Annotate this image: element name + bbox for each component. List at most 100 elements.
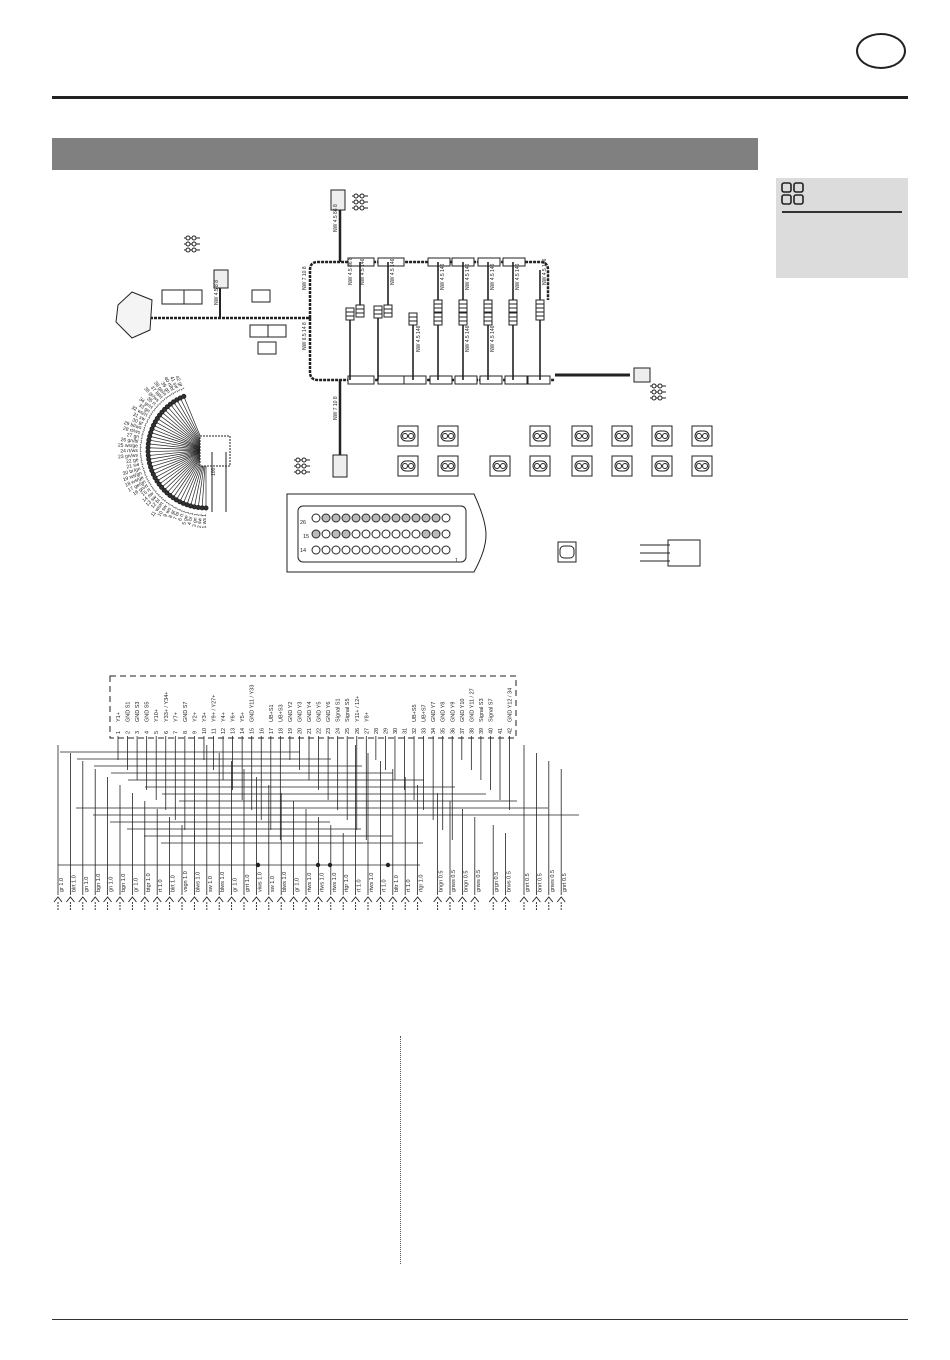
pin-end (651, 383, 657, 389)
cable-label: NW 4.5 146 (490, 263, 496, 290)
fan-wire (164, 409, 207, 451)
pin-end (651, 389, 657, 395)
fan-wire-label: 2 sw 1 (197, 513, 204, 528)
fan-wire-label: 4 br 1 (187, 512, 195, 526)
plug-body (433, 299, 443, 313)
fan-wire (150, 449, 207, 468)
pin-end (191, 241, 197, 247)
cable-label: NW 4.5 146 (440, 263, 446, 290)
pin-end (295, 463, 301, 469)
plug-body (458, 299, 468, 313)
cable-label: NW 4.5 146 (360, 258, 366, 285)
fan-wire-label: 25 ws/ge 1 (118, 443, 143, 450)
fan-wire-label: 7 bl 1 (172, 507, 182, 521)
column-divider (400, 1036, 401, 1264)
fan-wire-label: 30 gr 1 (131, 417, 148, 428)
plug-body (483, 299, 493, 313)
header-rule (52, 96, 908, 99)
fan-wire-end (156, 481, 162, 487)
language-badge (856, 33, 906, 69)
cable-label: NW 4.5 146 (542, 258, 548, 285)
pin-end (185, 247, 191, 253)
fan-wire-label: 27 gn 1 (126, 432, 144, 441)
fan-wire (148, 449, 207, 456)
pin-end (359, 193, 365, 199)
side-panel-rule (782, 211, 902, 213)
fan-wire (149, 449, 207, 464)
cable-label: NW 6.5 14 8 (302, 322, 308, 350)
pin-end (657, 383, 663, 389)
pin-end (657, 395, 663, 401)
cable-label: NW 7 10 8 (302, 266, 308, 290)
cable-label: NW 4.5 86 8 (333, 204, 339, 232)
pin-end (353, 199, 359, 205)
fan-wire (169, 449, 207, 496)
dimension-label: 100 (211, 467, 217, 476)
pin-end (353, 193, 359, 199)
fan-wire (150, 432, 207, 451)
cable-label: NW 4.5 146 (490, 325, 496, 352)
plug-body (433, 312, 443, 326)
fan-wire (163, 449, 207, 491)
pin-end (295, 457, 301, 463)
fan-wire (161, 411, 207, 451)
fan-wire (148, 449, 207, 453)
plug-body (373, 305, 383, 319)
fan-wire (153, 424, 207, 451)
pin-end (301, 463, 307, 469)
cable-label: NW 4.5 146 (416, 325, 422, 352)
plug-body (458, 312, 468, 326)
fan-wire (159, 415, 207, 451)
fan-wire (155, 421, 207, 451)
pin-end (359, 199, 365, 205)
fan-wire (148, 439, 207, 451)
plug-body (483, 312, 493, 326)
cable-label: NW 4.5 146 (465, 325, 471, 352)
fan-wire (159, 449, 207, 485)
pin-end (359, 205, 365, 211)
fan-wire-label: 24 rt/ws 1 (120, 448, 142, 455)
cable-label: NW 4.5 86 8 (348, 257, 354, 285)
fan-wire (151, 428, 207, 451)
fan-wire-label: 23 gn/ws 1 (118, 452, 143, 460)
fan-wire (154, 449, 207, 479)
fan-wire (157, 418, 207, 451)
fan-wire-label: 5 ge 1 (181, 510, 191, 525)
section-title-band (52, 138, 758, 170)
fan-wire-end (154, 415, 160, 421)
plug-body (508, 312, 518, 326)
fan-wire-end (167, 401, 173, 407)
fan-wire (156, 449, 207, 482)
pin-end (191, 235, 197, 241)
pin-end (301, 469, 307, 475)
fan-wire (167, 406, 207, 451)
fan-wire-end (146, 456, 152, 462)
plug-body (535, 307, 545, 321)
fan-wire (148, 449, 207, 460)
fan-wire-end (145, 441, 151, 447)
fan-wire-label: 6 rt 1 (177, 509, 186, 522)
pin-end (657, 389, 663, 395)
cable-label: NW 4.5 146 (515, 263, 521, 290)
pin-end (651, 395, 657, 401)
pin-end (185, 235, 191, 241)
fan-wire (148, 447, 207, 451)
pin-end (353, 205, 359, 211)
cable-label: NW 4.5 146 (390, 258, 396, 285)
fan-wire-label: 26 gn/bl 1 (120, 437, 143, 445)
pin-end (191, 247, 197, 253)
cable-label: NW 7 10 8 (333, 396, 339, 420)
fan-wire (151, 449, 207, 471)
pin-end (301, 457, 307, 463)
fan-wire-label: 3 gn 1 (192, 513, 200, 528)
footer-rule (52, 1319, 908, 1320)
fan-wire-label: 8 gr 1 (168, 505, 179, 519)
fan-wire-label: 42 gr 1 (174, 375, 186, 392)
cable-label: NW 4.5 146 (465, 263, 471, 290)
plug-body (508, 299, 518, 313)
plug-body (408, 312, 418, 326)
plug-body (383, 304, 393, 318)
plug-body (345, 307, 355, 321)
fan-wire (153, 449, 207, 475)
